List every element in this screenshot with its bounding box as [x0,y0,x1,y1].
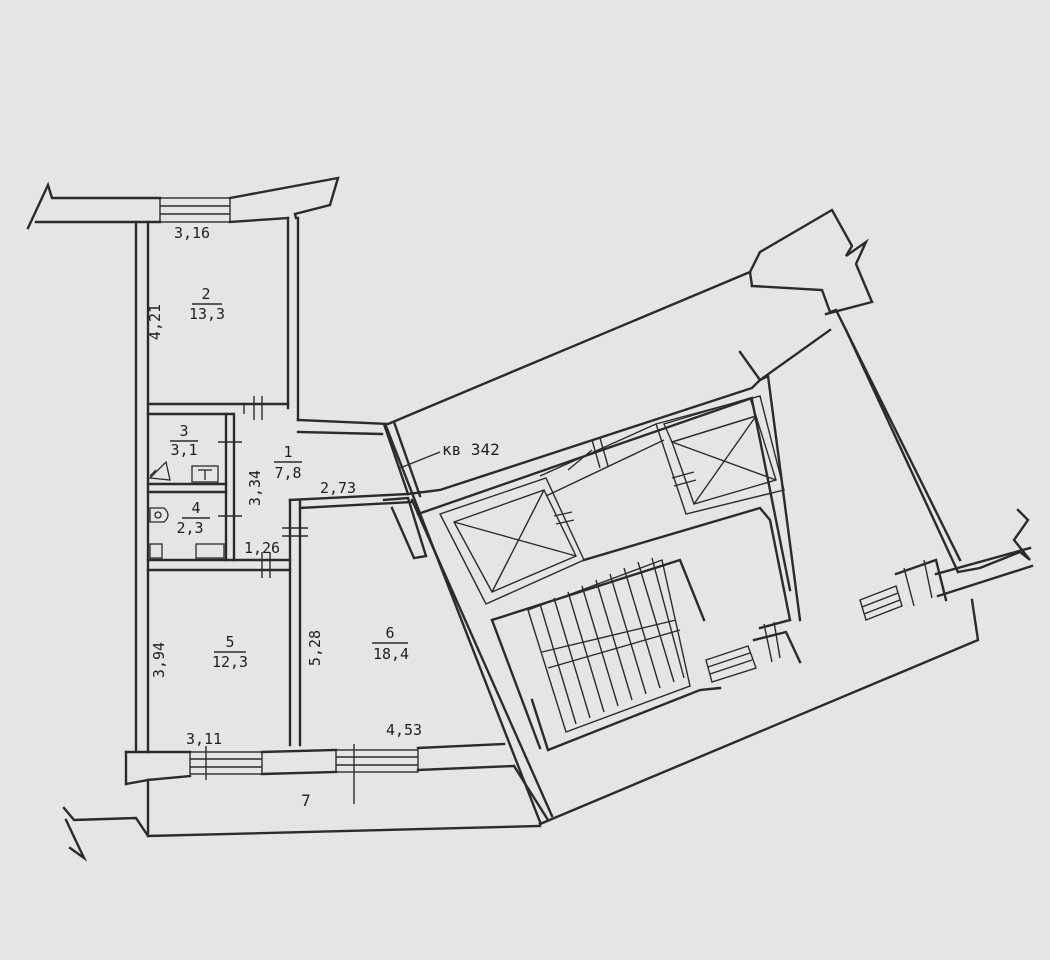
room-labels: 2 13,3 3 3,1 1 7,8 4 2,3 5 12,3 6 18,4 7… [170,285,500,810]
dim-room2-length: 4,21 [146,304,164,340]
washbasin-icon [149,507,169,523]
stair-lift-core [384,208,1034,826]
room1-number: 1 [283,443,292,461]
room4-number: 4 [191,499,200,517]
room4-area: 2,3 [176,519,203,537]
room6-number: 6 [385,624,394,642]
core-window-right [859,585,903,621]
dim-room5-width: 3,11 [186,730,222,748]
room7-number: 7 [301,791,311,810]
window-room5 [189,746,263,780]
window-room2 [159,197,231,223]
dim-hall-width: 2,73 [320,479,356,497]
dimension-labels: 3,16 4,21 3,34 2,73 1,26 3,94 3,11 5,28 … [146,224,422,748]
apartment-walls [26,176,754,862]
window-room6 [335,744,419,804]
dim-room5-length: 3,94 [150,642,168,678]
dim-bath-width: 1,26 [244,539,280,557]
bathroom-fixtures [148,460,225,559]
dim-hall-length: 3,34 [246,470,264,506]
staircase [527,557,691,733]
room2-number: 2 [201,285,210,303]
bathtub-end [149,543,163,559]
room6-area: 18,4 [373,645,409,663]
room3-number: 3 [179,422,188,440]
washing-spot [195,543,225,559]
dim-room6-length: 5,28 [306,630,324,666]
toilet-cistern [191,465,219,483]
room2-area: 13,3 [189,305,225,323]
room3-area: 3,1 [170,441,197,459]
room5-area: 12,3 [212,653,248,671]
room5-number: 5 [225,633,234,651]
lift-shaft-right [655,395,785,515]
room1-area: 7,8 [274,464,301,482]
core-window-bottom [705,645,757,683]
dim-room2-width: 3,16 [174,224,210,242]
apartment-number-label: кв 342 [442,440,500,459]
shower-icon [148,460,171,481]
dim-room6-width: 4,53 [386,721,422,739]
